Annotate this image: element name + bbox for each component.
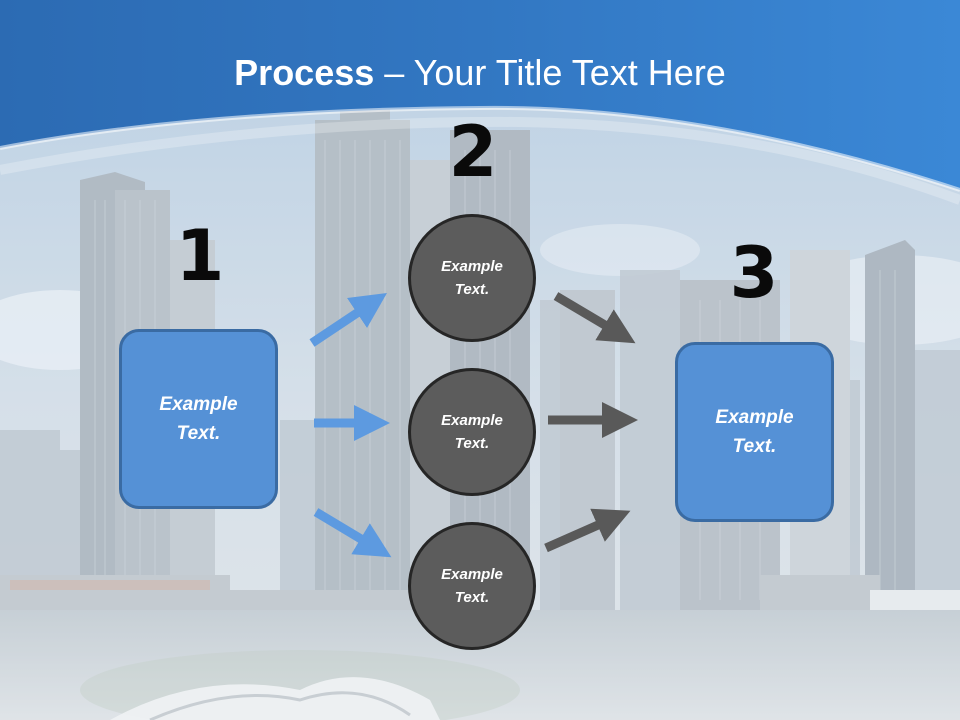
left-process-box: Example Text.	[119, 329, 278, 509]
middle-circle-2-text: Example Text.	[441, 412, 503, 452]
middle-circle-3-text: Example Text.	[441, 566, 503, 606]
step-number-1: 1	[175, 215, 225, 297]
slide-title: Process – Your Title Text Here	[0, 52, 960, 94]
middle-circle-3: Example Text.	[408, 522, 536, 650]
left-box-text: Example Text.	[159, 394, 238, 444]
blue-arrow-up	[309, 293, 387, 347]
right-process-box: Example Text.	[675, 342, 834, 522]
middle-circle-1: Example Text.	[408, 214, 536, 342]
right-box-text: Example Text.	[715, 407, 794, 457]
middle-circle-2: Example Text.	[408, 368, 536, 496]
title-bold-text: Process	[234, 52, 375, 93]
step-number-2: 2	[448, 111, 498, 193]
gray-arrow-up	[544, 508, 631, 553]
gray-arrow-down	[553, 292, 636, 344]
step-number-3: 3	[729, 232, 779, 314]
title-rest-text: – Your Title Text Here	[374, 52, 726, 93]
blue-arrow-down	[313, 508, 392, 558]
middle-circle-1-text: Example Text.	[441, 258, 503, 298]
